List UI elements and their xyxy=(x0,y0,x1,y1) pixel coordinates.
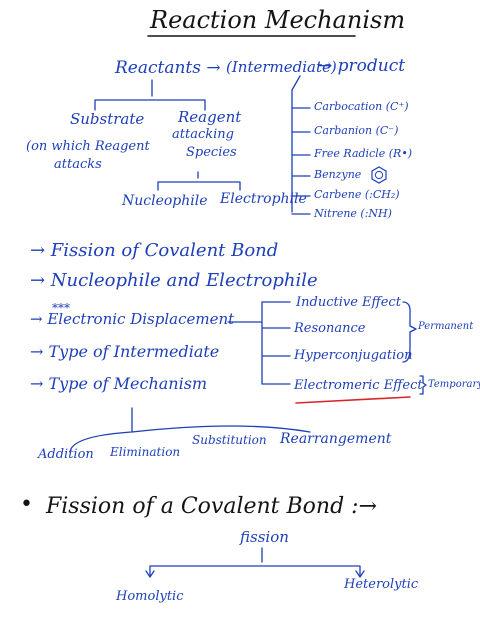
fission-homolytic: Homolytic xyxy=(116,589,184,604)
permanent-brace xyxy=(402,301,417,363)
reagent-note-line2: Species xyxy=(186,145,237,160)
substrate-note-line2: attacks xyxy=(54,157,102,172)
intermediate-carbanion: Carbanion (C⁻) xyxy=(314,124,399,137)
fission-arrowheads xyxy=(145,570,365,578)
mechanism-rearrangement: Rearrangement xyxy=(280,431,392,447)
benzyne-ring-icon xyxy=(371,166,387,184)
fission-heading: Fission of a Covalent Bond :→ xyxy=(46,494,377,519)
topic-fission: → Fission of Covalent Bond xyxy=(30,240,279,261)
topic-nucleophile-electrophile: → Nucleophile and Electrophile xyxy=(30,270,318,291)
product-label: → product xyxy=(318,56,406,76)
permanent-label: Permanent xyxy=(418,321,474,332)
electrophile-label: Electrophile xyxy=(220,191,307,207)
intermediate-tree xyxy=(291,75,311,215)
fission-bullet: • xyxy=(20,492,33,517)
mechanism-elimination: Elimination xyxy=(110,445,181,459)
effect-inductive: Inductive Effect xyxy=(296,295,401,310)
effects-bracket xyxy=(227,301,291,385)
substrate-note-line1: (on which Reagent xyxy=(26,139,150,154)
temporary-label: Temporary xyxy=(428,379,480,390)
intermediate-nitrene: Nitrene (:NH) xyxy=(314,207,392,220)
topic-mechanism: → Type of Mechanism xyxy=(30,374,208,393)
effect-electromeric: Electromeric Effect xyxy=(294,378,423,393)
reagent-branch xyxy=(157,171,241,191)
mechanism-tree xyxy=(69,407,311,453)
nucleophile-label: Nucleophile xyxy=(122,193,208,209)
fission-tree xyxy=(149,547,361,576)
fission-root: fission xyxy=(240,528,289,546)
topic-intermediate: → Type of Intermediate xyxy=(30,342,220,361)
intermediate-carbocation: Carbocation (C⁺) xyxy=(314,100,409,113)
effect-resonance: Resonance xyxy=(294,321,366,336)
intermediate-carbene: Carbene (:CH₂) xyxy=(314,188,400,201)
fission-heterolytic: Heterolytic xyxy=(344,577,419,592)
page-title: Reaction Mechanism xyxy=(150,6,406,34)
mechanism-substitution: Substitution xyxy=(192,433,267,447)
intermediate-label: (Intermediate) xyxy=(226,58,337,76)
mechanism-addition: Addition xyxy=(38,447,94,462)
topic-star-mark: *** xyxy=(52,301,70,315)
substrate-title: Substrate xyxy=(70,110,145,128)
topic-electronic-displacement: → Electronic Displacement xyxy=(30,310,235,328)
intermediate-benzyne: Benzyne xyxy=(314,168,362,181)
intermediate-free-radicle: Free Radicle (R•) xyxy=(314,147,413,160)
reactants-label: Reactants → xyxy=(115,58,221,78)
effect-hyperconjugation: Hyperconjugation xyxy=(294,348,413,363)
temporary-brace xyxy=(419,375,427,395)
reagent-title: Reagent xyxy=(178,108,242,126)
reagent-note-line1: attacking xyxy=(172,127,234,142)
reactants-branch xyxy=(94,79,206,111)
electromeric-underline xyxy=(295,396,411,404)
